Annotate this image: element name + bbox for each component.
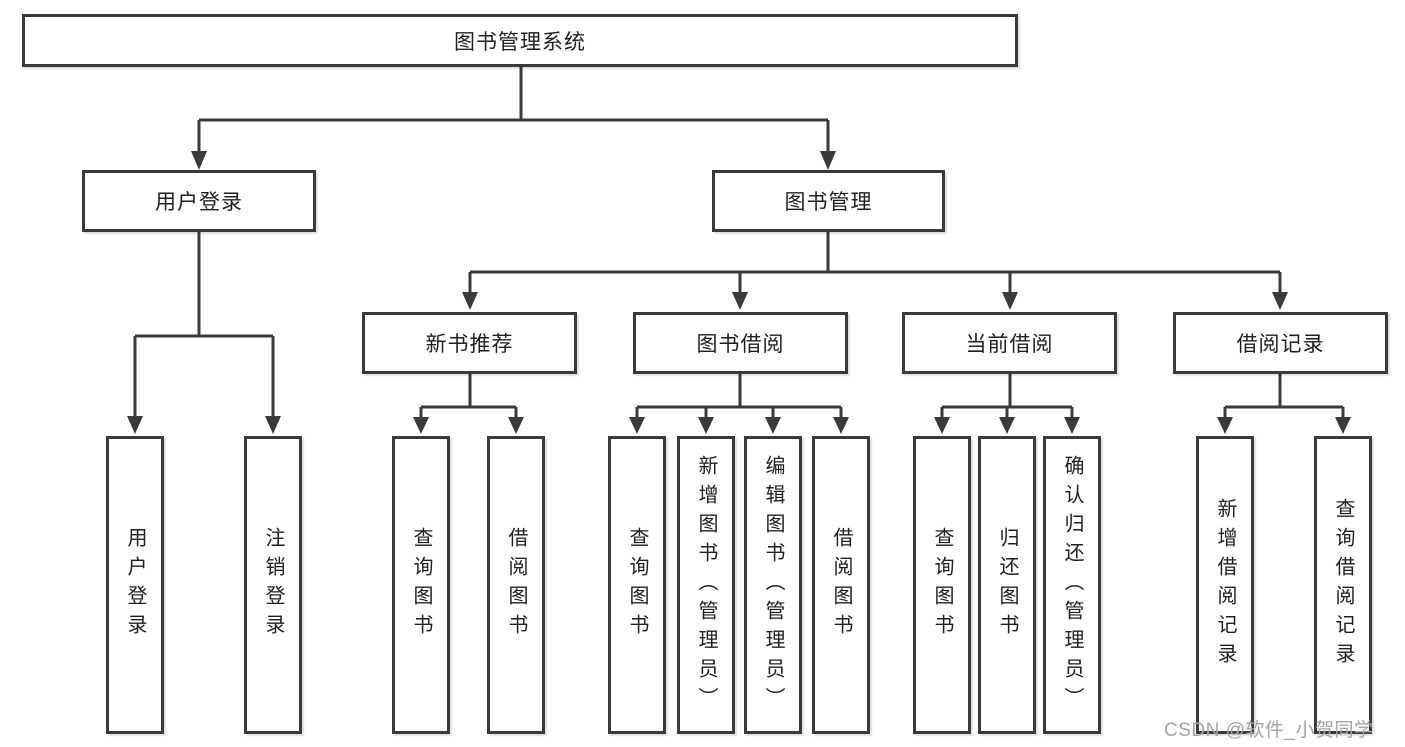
node-label: 当前借阅 [965,333,1054,356]
node-borrow-books: 借阅图书 [812,436,870,734]
node-label: 查询图书 [410,527,432,643]
csdn-watermark: CSDN @软件_小贺同学 [1164,720,1374,741]
arrowhead-icon [191,151,207,170]
arrowhead-icon [629,417,645,434]
node-label: 归还图书 [996,527,1018,643]
node-label: 借阅记录 [1236,333,1325,356]
node-label: 图书借阅 [696,333,785,356]
node-add-books-admin: 新增图书（管理员） [677,436,735,734]
node-book-borrowing: 图书借阅 [633,312,848,374]
arrowhead-icon [1064,417,1080,434]
node-library-management-system: 图书管理系统 [22,14,1018,67]
node-label: 借阅图书 [830,527,852,643]
arrowhead-icon [1272,292,1288,310]
node-label: 注销登录 [262,527,284,643]
arrowhead-icon [820,151,836,170]
connector-book-management-branch [468,232,1282,294]
node-label: 查询借阅记录 [1332,498,1354,672]
node-confirm-return-admin: 确认归还（管理员） [1043,436,1101,734]
arrowhead-icon [999,417,1015,434]
arrowhead-icon [508,417,524,434]
arrowhead-icon [934,417,950,434]
arrowhead-icon [413,417,429,434]
node-label: 确认归还（管理员） [1061,454,1083,716]
node-user-login: 用户登录 [106,436,164,734]
node-label: 新增图书（管理员） [695,454,717,716]
node-query-books: 查询图书 [392,436,450,734]
node-label: 借阅图书 [505,527,527,643]
arrowhead-icon [1002,292,1018,310]
arrowhead-icon [1335,417,1351,434]
arrowhead-icon [127,416,143,434]
arrowhead-icon [833,417,849,434]
node-add-borrow-record: 新增借阅记录 [1196,436,1254,734]
node-new-book-recommendation: 新书推荐 [362,312,577,374]
node-current-borrowing: 当前借阅 [902,312,1117,374]
arrowhead-icon [462,292,478,310]
arrowhead-icon [765,417,781,434]
node-label: 查询图书 [931,527,953,643]
arrowhead-icon [732,292,748,310]
connector-user-login-branch [133,232,275,418]
node-user-login-group: 用户登录 [82,170,316,232]
arrowhead-icon [1217,417,1233,434]
node-borrow-books: 借阅图书 [487,436,545,734]
connector-leaf-bars [419,405,1345,419]
connector-root-to-level2 [197,67,830,153]
node-label: 图书管理系统 [454,30,586,54]
node-edit-books-admin: 编辑图书（管理员） [744,436,802,734]
node-label: 用户登录 [124,527,146,643]
arrowhead-icon [265,416,281,434]
node-query-books: 查询图书 [913,436,971,734]
node-query-borrow-record: 查询借阅记录 [1314,436,1372,734]
node-label: 图书管理 [784,191,873,214]
node-return-books: 归还图书 [978,436,1036,734]
node-book-management: 图书管理 [712,170,945,232]
node-label: 新书推荐 [425,333,514,356]
node-label: 用户登录 [155,191,243,214]
node-label: 查询图书 [626,527,648,643]
arrowhead-icon [698,417,714,434]
node-label: 新增借阅记录 [1214,498,1236,672]
node-borrowing-records: 借阅记录 [1173,312,1388,374]
node-query-books: 查询图书 [608,436,666,734]
connector-level3-drops [468,374,1282,407]
node-logout: 注销登录 [244,436,302,734]
node-label: 编辑图书（管理员） [762,454,784,716]
